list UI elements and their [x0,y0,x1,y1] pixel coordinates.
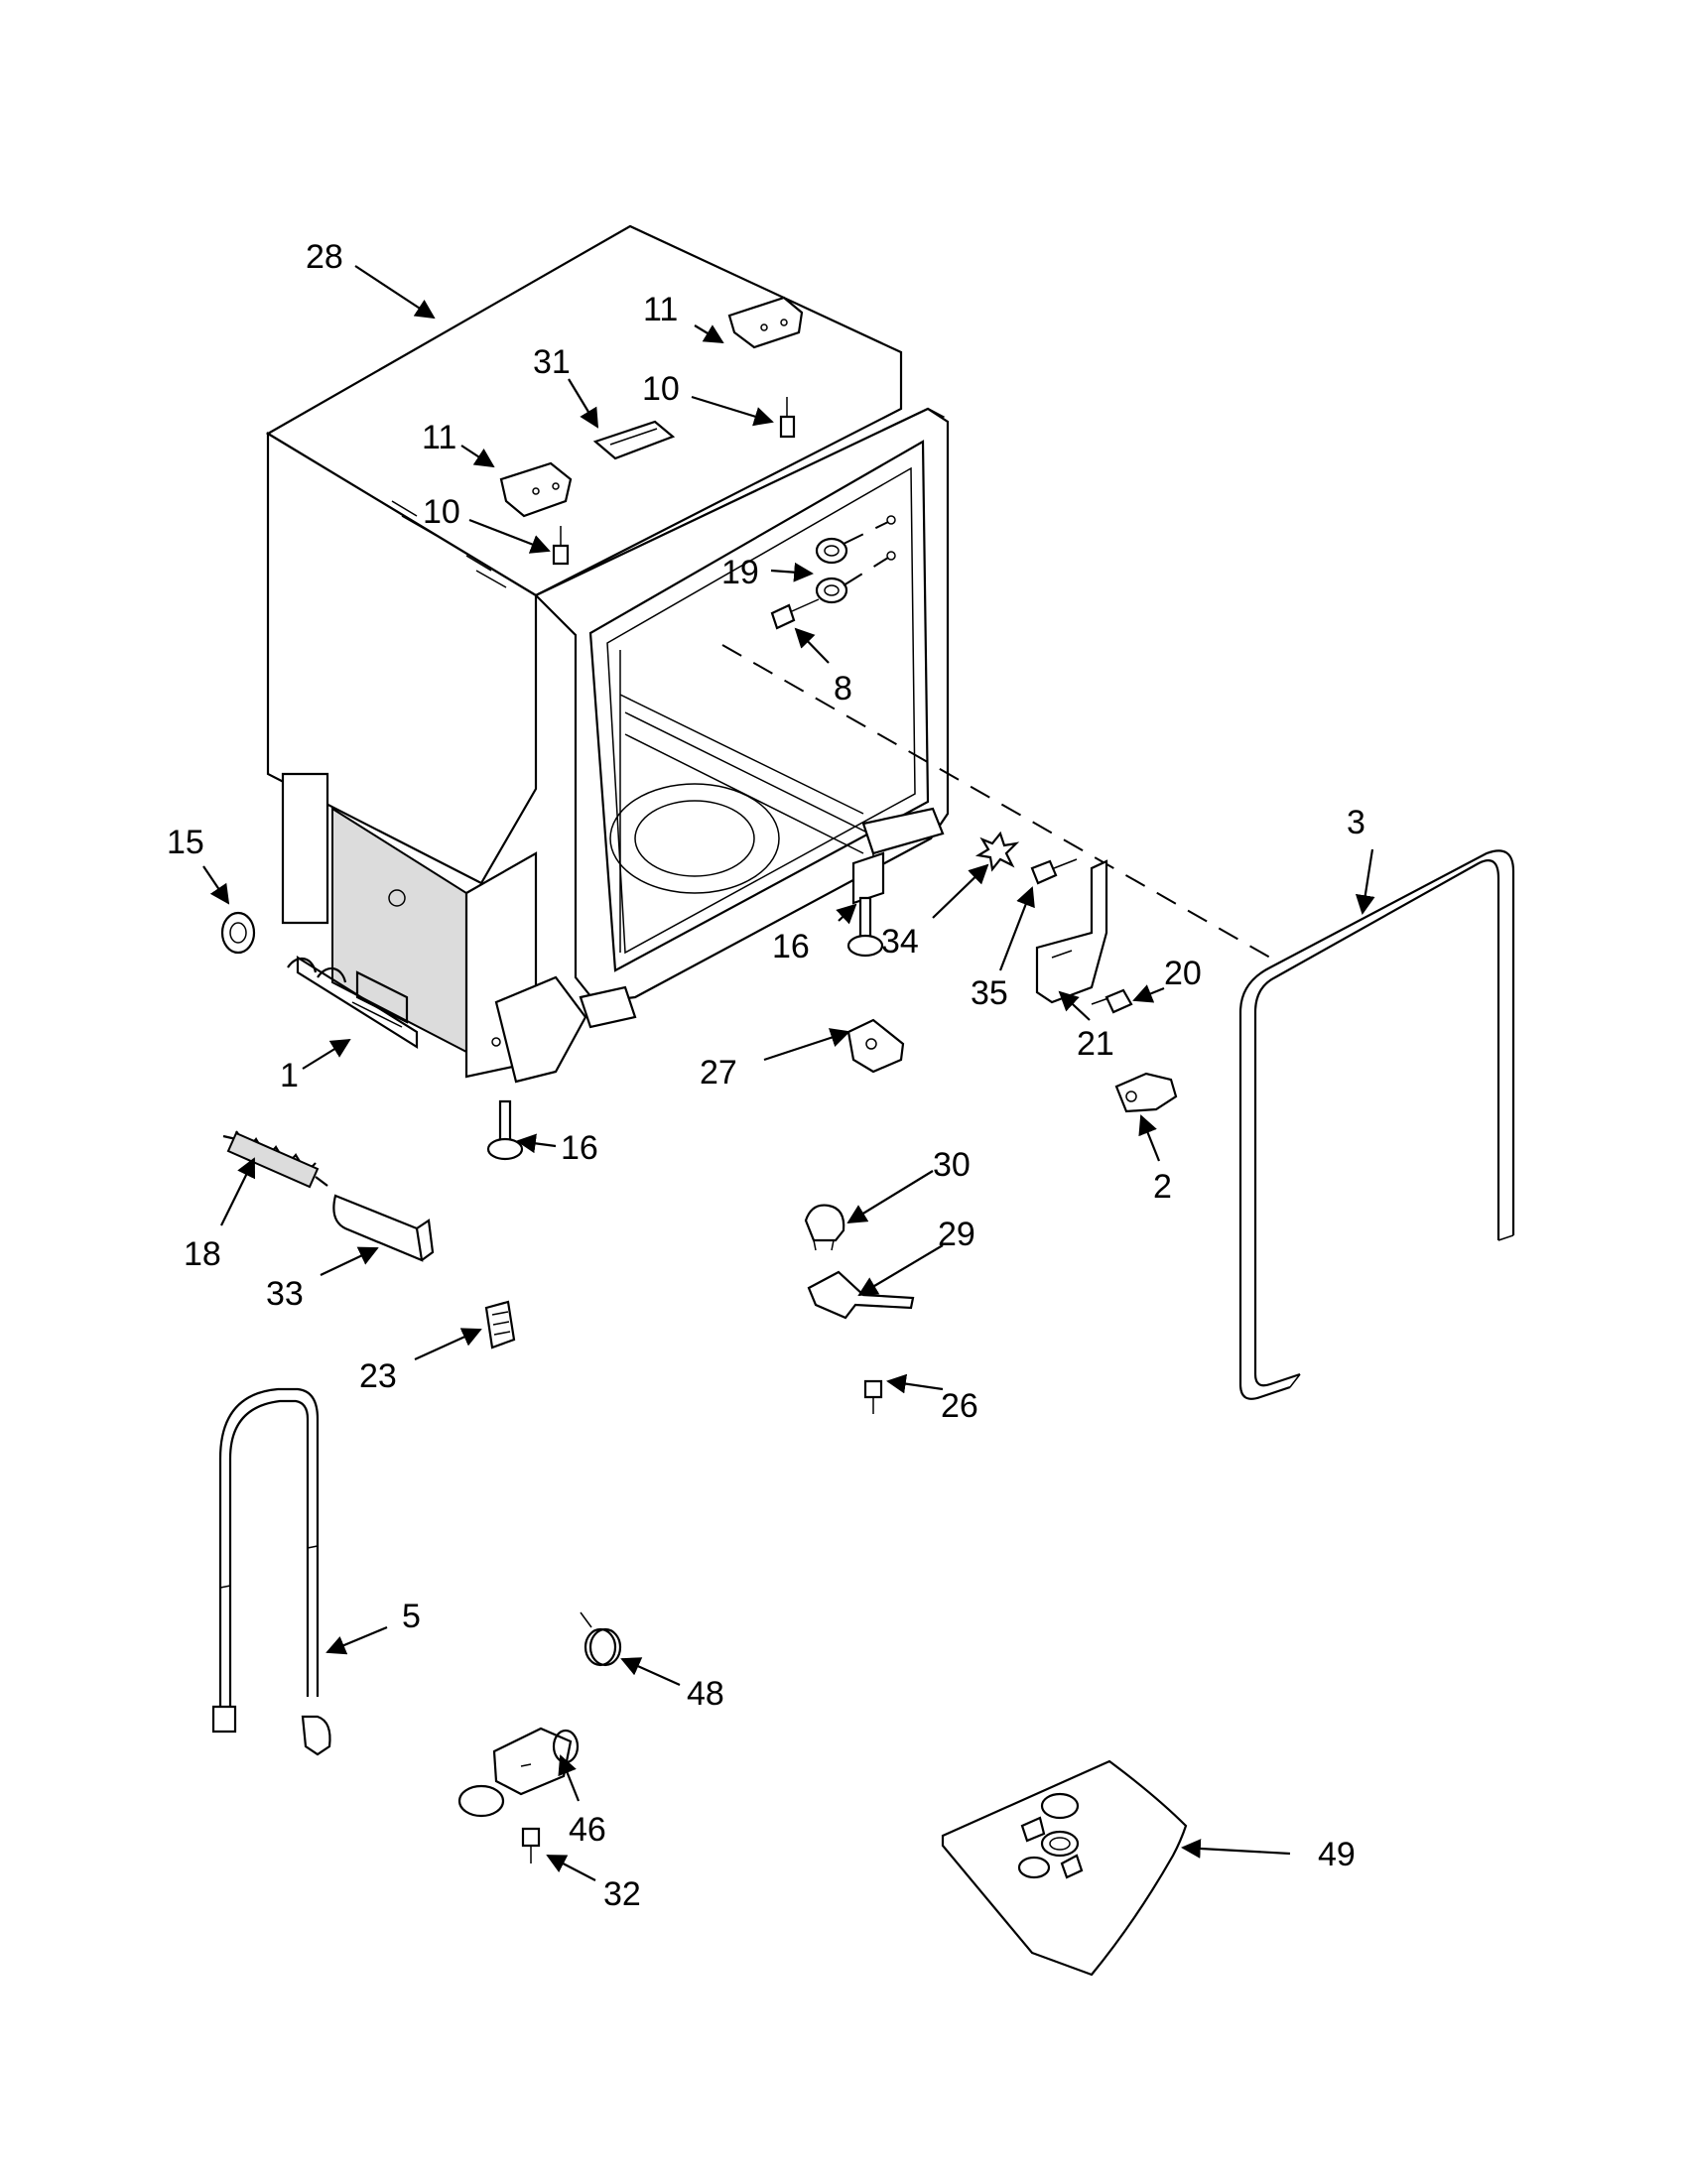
screw-35 [1030,858,1078,885]
callout-20: 20 [1164,955,1202,992]
callout-30: 30 [933,1146,971,1184]
star-washer-34 [974,831,1020,872]
hinge-bracket-right [727,296,804,349]
hinge-bracket-left [499,461,573,518]
tub-assembly [265,224,950,1084]
screw-32 [521,1827,541,1863]
callout-21: 21 [1077,1025,1114,1063]
callout-16: 16 [561,1129,598,1167]
callout-28: 28 [306,238,343,276]
callout-15: 15 [167,824,204,861]
screw-26 [863,1379,883,1414]
callout-11: 11 [422,419,456,456]
callout-16: 16 [772,928,810,965]
callout-18: 18 [184,1235,221,1273]
clip-2 [1114,1072,1178,1113]
grommet-15 [220,911,256,955]
parts-bag-49 [941,1759,1188,1977]
screw-20 [1091,988,1133,1014]
callout-2: 2 [1153,1168,1172,1206]
screw-10-left [552,526,570,566]
callout-5: 5 [402,1598,421,1635]
leader-lines [202,265,1375,1881]
callout-3: 3 [1347,804,1365,841]
cap-30 [804,1204,845,1251]
callout-31: 31 [533,343,571,381]
hose-5 [211,1387,331,1756]
bracket-21 [1035,859,1108,1004]
clip-23 [484,1300,516,1349]
rollers-19 [815,515,896,604]
callout-34: 34 [881,923,919,961]
callout-11: 11 [643,291,678,328]
clamp-48 [580,1611,622,1667]
screw-10-right [779,397,796,439]
screw-8 [770,598,820,630]
clip-27 [846,1018,905,1074]
spring-18 [222,1130,328,1189]
pad-33 [332,1194,435,1262]
callout-33: 33 [266,1275,304,1313]
callout-48: 48 [687,1675,724,1713]
callout-29: 29 [938,1216,975,1253]
callout-8: 8 [834,670,852,707]
leveling-leg-16-top [846,896,884,958]
callout-19: 19 [721,554,759,591]
callout-32: 32 [603,1875,641,1913]
leveling-leg-16-bottom [486,1099,524,1161]
top-clip [592,420,676,460]
tub-side-panel [266,432,538,885]
callout-26: 26 [941,1387,978,1425]
callout-labels: 28 11 31 10 11 10 19 8 3 15 16 34 35 20 … [167,238,1365,1913]
callout-49: 49 [1318,1836,1356,1873]
tub-base-frame [281,772,329,925]
callout-10: 10 [423,493,460,531]
callout-35: 35 [971,974,1008,1012]
callout-27: 27 [700,1054,737,1092]
callout-46: 46 [569,1811,606,1849]
door-gasket-3 [1238,849,1515,1400]
callout-23: 23 [359,1357,397,1395]
valve-46 [457,1727,580,1818]
callout-1: 1 [280,1057,299,1094]
callout-10: 10 [642,370,680,408]
